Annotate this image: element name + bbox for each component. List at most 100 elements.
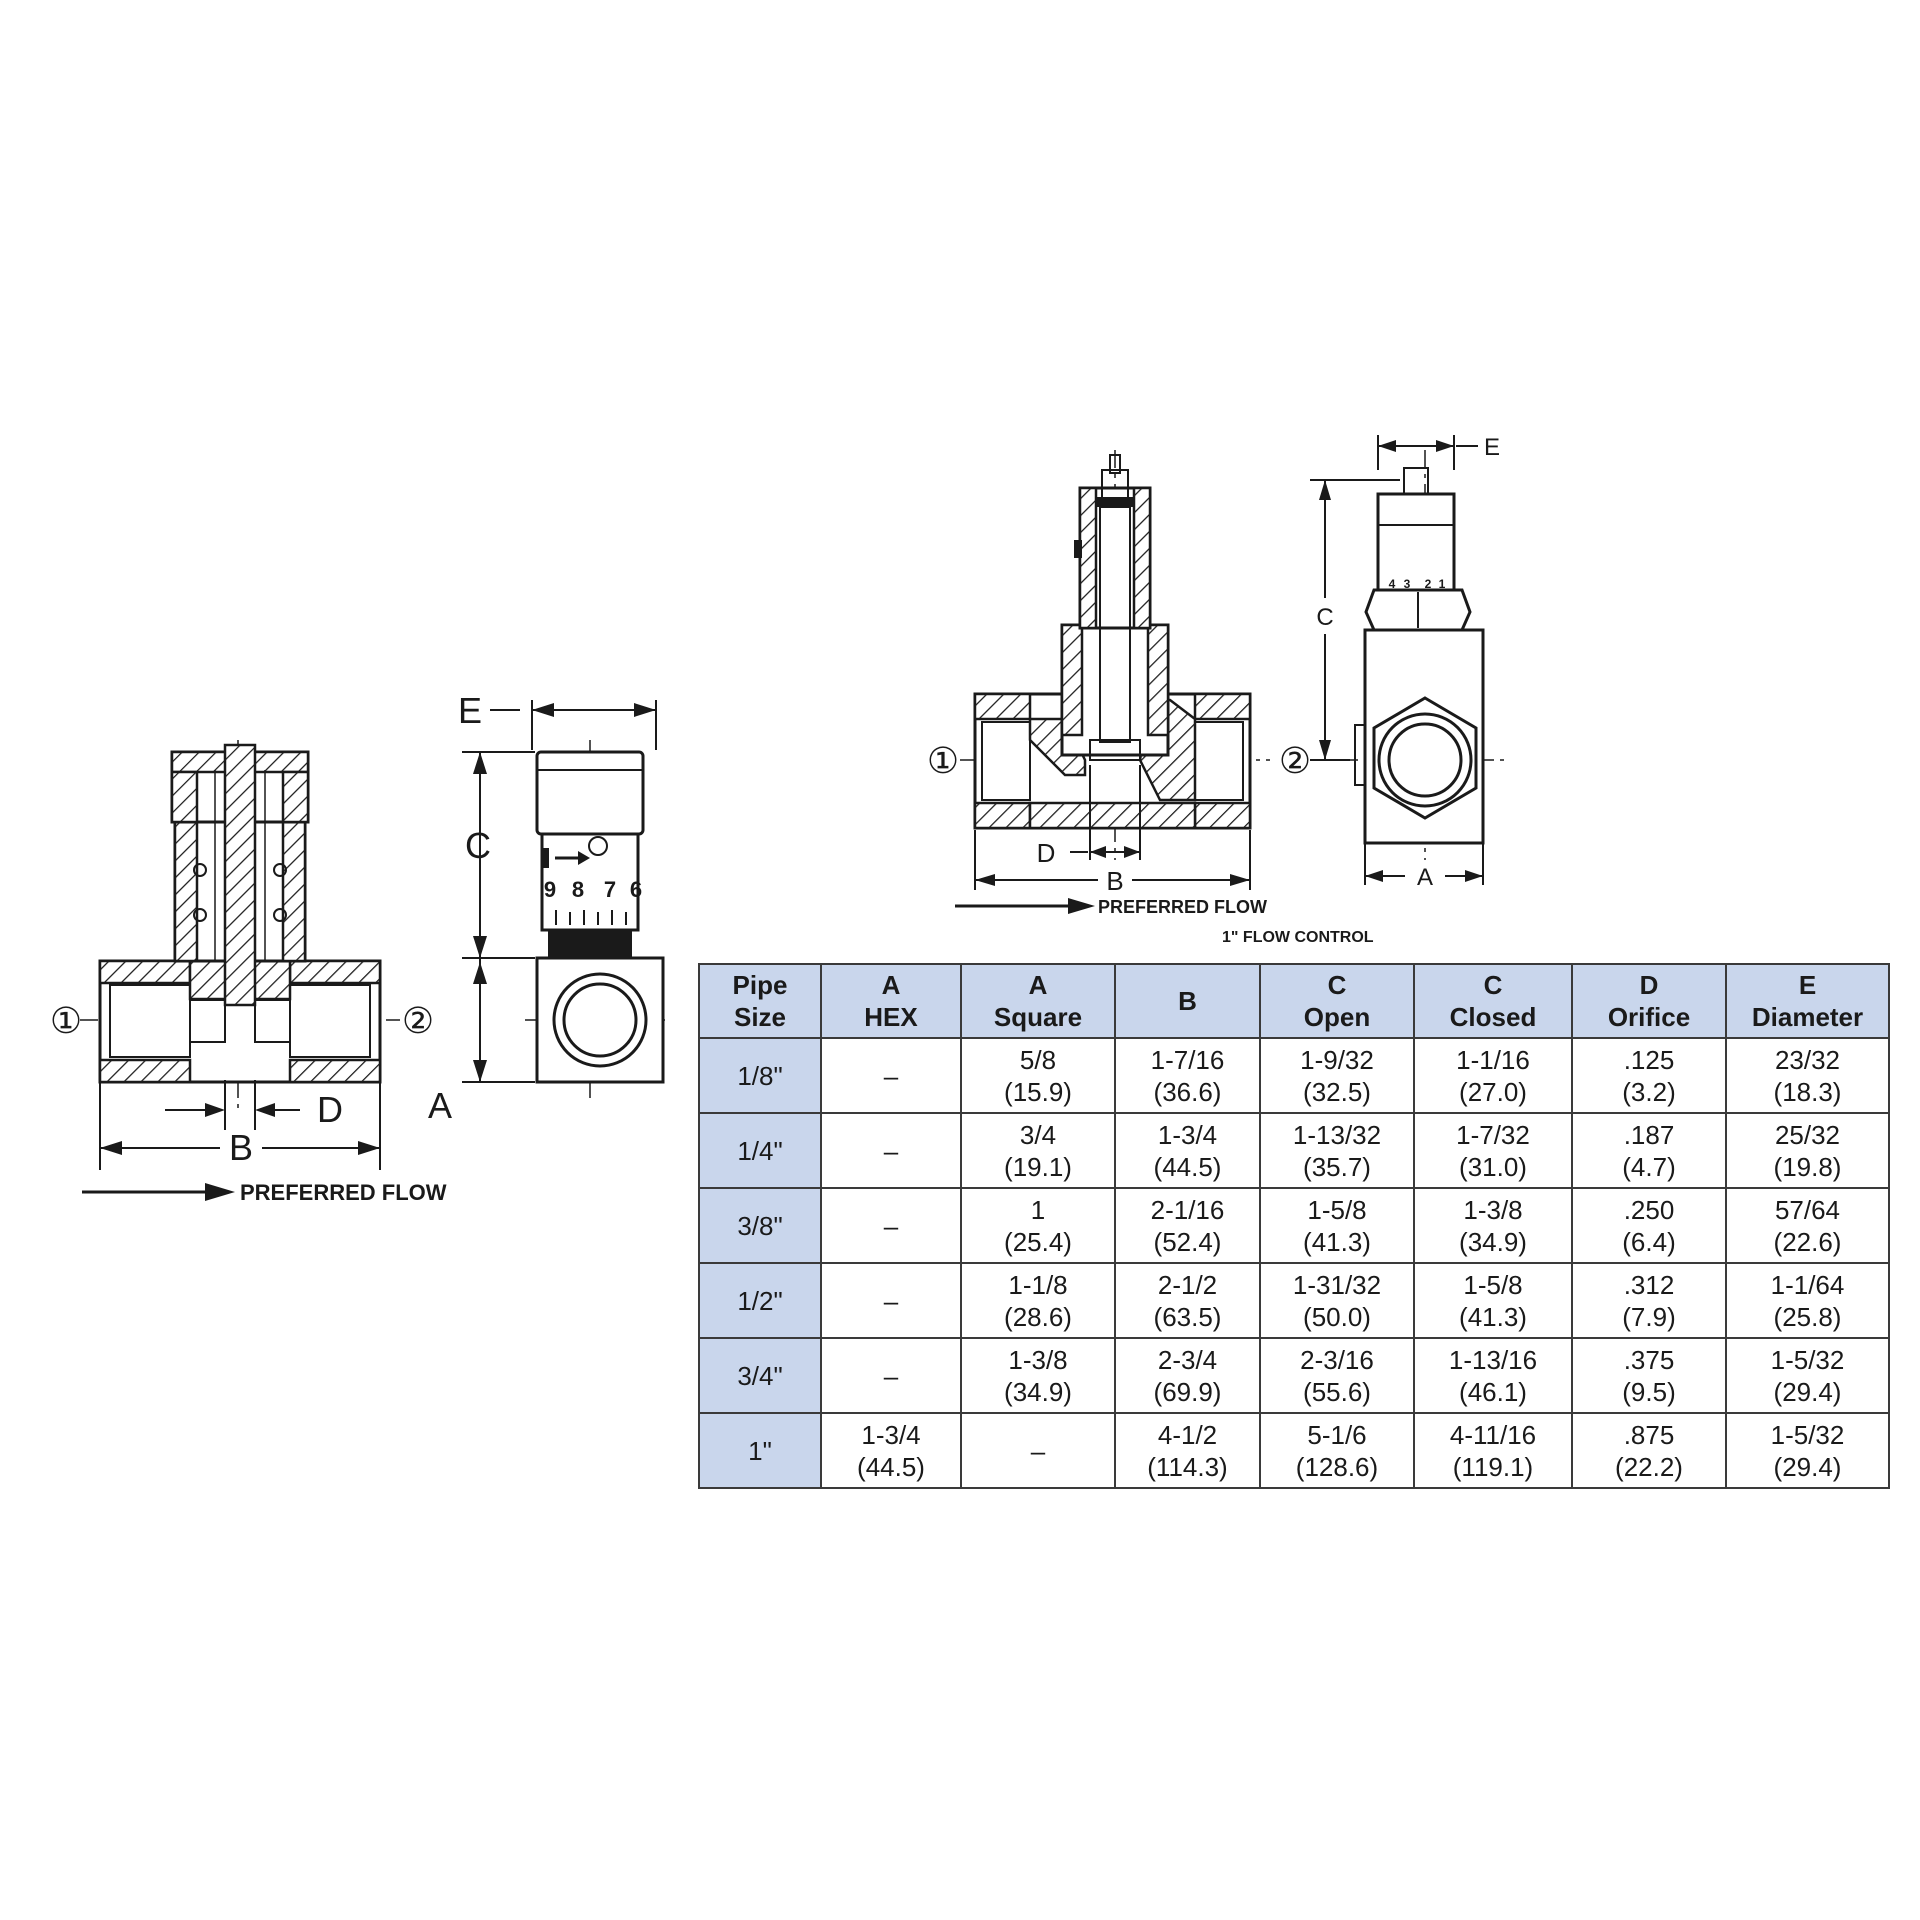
- table-cell-text: 1-3/8: [1463, 1194, 1523, 1225]
- table-cell-text: .875: [1623, 1419, 1675, 1450]
- table-cell-text: 5/8: [1019, 1044, 1057, 1075]
- r-outlet-wall-top: [1193, 692, 1252, 721]
- table-cell: 2-1/16(52.4): [1114, 1187, 1261, 1264]
- right-dim-d-label: D: [1037, 838, 1056, 868]
- column-header-text: C: [1327, 970, 1347, 1000]
- table-cell: 57/64(22.6): [1725, 1187, 1890, 1264]
- right-caption: 1" FLOW CONTROL: [1222, 929, 1374, 946]
- left-dim-b-label: B: [229, 1127, 253, 1168]
- table-cell-text: 1-5/32: [1770, 1419, 1845, 1450]
- table-cell-text: (22.2): [1615, 1451, 1683, 1482]
- table-cell-text: (6.4): [1622, 1226, 1676, 1257]
- table-cell-text: 2-1/16: [1150, 1194, 1225, 1225]
- r-d-arrow-right: [1124, 846, 1140, 858]
- table-row: 1/2"–1-1/8(28.6)2-1/2(63.5)1-31/32(50.0)…: [698, 1262, 1890, 1339]
- r-scale-number-4: 4: [1389, 577, 1396, 591]
- r-scale-number-2: 2: [1425, 577, 1432, 591]
- table-row: 3/4"–1-3/8(34.9)2-3/4(69.9)2-3/16(55.6)1…: [698, 1337, 1890, 1414]
- table-row: 1/8"–5/8(15.9)1-7/16(36.6)1-9/32(32.5)1-…: [698, 1037, 1890, 1114]
- right-port-bore: [289, 984, 371, 1058]
- r-lock-screw: [1074, 540, 1082, 558]
- table-cell-text: (32.5): [1303, 1076, 1371, 1107]
- o-ring-icon: [193, 863, 207, 877]
- table-cell-text: (34.9): [1459, 1226, 1527, 1257]
- r-scale-number-3: 3: [1404, 577, 1411, 591]
- table-cell-text: 57/64: [1774, 1194, 1841, 1225]
- table-cell: –: [820, 1112, 962, 1189]
- left-side-view: 9 8 7 6 E C A: [428, 690, 665, 1126]
- table-cell-text: 1-31/32: [1292, 1269, 1382, 1300]
- table-cell: 5-1/6(128.6): [1259, 1412, 1415, 1489]
- table-cell-text: (36.6): [1153, 1076, 1222, 1107]
- pipe-size-cell: 1": [698, 1412, 822, 1489]
- r-side-hex-port: [1372, 696, 1478, 820]
- r-side-scale-body: [1376, 492, 1456, 592]
- scale-number-9: 9: [544, 877, 556, 902]
- column-header-text: Open: [1303, 1002, 1371, 1032]
- table-cell: 2-3/16(55.6): [1259, 1337, 1415, 1414]
- r-e-arrow-left: [1378, 440, 1396, 452]
- r-c-arrow-bottom: [1319, 740, 1331, 760]
- pipe-size-cell: 3/8": [698, 1187, 822, 1264]
- table-cell: 1-3/4(44.5): [1114, 1112, 1261, 1189]
- table-cell-text: 2-3/16: [1300, 1344, 1374, 1375]
- column-header-text: B: [1178, 986, 1197, 1016]
- table-cell-text: (29.4): [1773, 1451, 1842, 1482]
- r-a-arrow-right: [1465, 870, 1483, 882]
- table-cell: .187(4.7): [1571, 1112, 1727, 1189]
- column-header-text: A: [1028, 970, 1048, 1000]
- table-cell-text: (50.0): [1303, 1301, 1371, 1332]
- r-adjuster: [1101, 469, 1129, 499]
- b-arrow-left-head: [100, 1141, 122, 1155]
- right-port-1-label: ①: [927, 740, 959, 781]
- r-inlet-wall-bottom: [973, 801, 1032, 830]
- left-dim-c-label: C: [465, 825, 491, 866]
- left-port-wall-bottom: [98, 1058, 192, 1084]
- column-header-text: C: [1483, 970, 1503, 1000]
- e-arrow-left-head: [532, 703, 554, 717]
- right-flow-label: PREFERRED FLOW: [1098, 897, 1267, 917]
- column-header-text: HEX: [864, 1002, 918, 1032]
- table-cell: 1-13/16(46.1): [1413, 1337, 1573, 1414]
- table-cell-text: 25/32: [1774, 1119, 1841, 1150]
- table-cell: 1-1/64(25.8): [1725, 1262, 1890, 1339]
- r-housing-wall-right: [1132, 486, 1152, 630]
- table-cell-text: (18.3): [1773, 1076, 1842, 1107]
- table-cell-text: (114.3): [1147, 1451, 1228, 1482]
- table-cell-text: –: [883, 1135, 899, 1166]
- right-dim-a-label: A: [1417, 864, 1433, 891]
- table-cell: 1-5/32(29.4): [1725, 1412, 1890, 1489]
- table-cell-text: (69.9): [1153, 1376, 1222, 1407]
- table-cell-text: (7.9): [1622, 1301, 1676, 1332]
- table-cell-text: 5-1/6: [1307, 1419, 1367, 1450]
- r-b-arrow-left: [975, 874, 995, 886]
- table-cell-text: (52.4): [1153, 1226, 1222, 1257]
- table-cell-text: (22.6): [1773, 1226, 1842, 1257]
- r-d-arrow-left: [1090, 846, 1106, 858]
- pipe-size-cell: 1/8": [698, 1037, 822, 1114]
- table-cell: 1-1/16(27.0): [1413, 1037, 1573, 1114]
- table-cell: 4-1/2(114.3): [1114, 1412, 1261, 1489]
- pipe-size-cell: 1/4": [698, 1112, 822, 1189]
- table-cell-text: –: [883, 1210, 899, 1241]
- column-header-text: Closed: [1449, 1002, 1537, 1032]
- table-cell: 1-3/4(44.5): [820, 1412, 962, 1489]
- table-cell-text: (19.1): [1004, 1151, 1072, 1182]
- table-cell-text: (25.4): [1004, 1226, 1072, 1257]
- table-cell: 4-11/16(119.1): [1413, 1412, 1573, 1489]
- cap-wall-right: [281, 770, 310, 824]
- table-cell-text: 4-1/2: [1157, 1419, 1218, 1450]
- table-cell-text: 2-1/2: [1157, 1269, 1218, 1300]
- lock-screw-icon: [588, 836, 608, 856]
- table-cell-text: 1-1/16: [1456, 1044, 1530, 1075]
- right-port-2-label: ②: [1279, 740, 1311, 781]
- left-port-bore: [109, 984, 191, 1058]
- table-cell-text: (15.9): [1004, 1076, 1072, 1107]
- table-cell-text: (19.8): [1773, 1151, 1842, 1182]
- table-cell-text: .375: [1623, 1344, 1675, 1375]
